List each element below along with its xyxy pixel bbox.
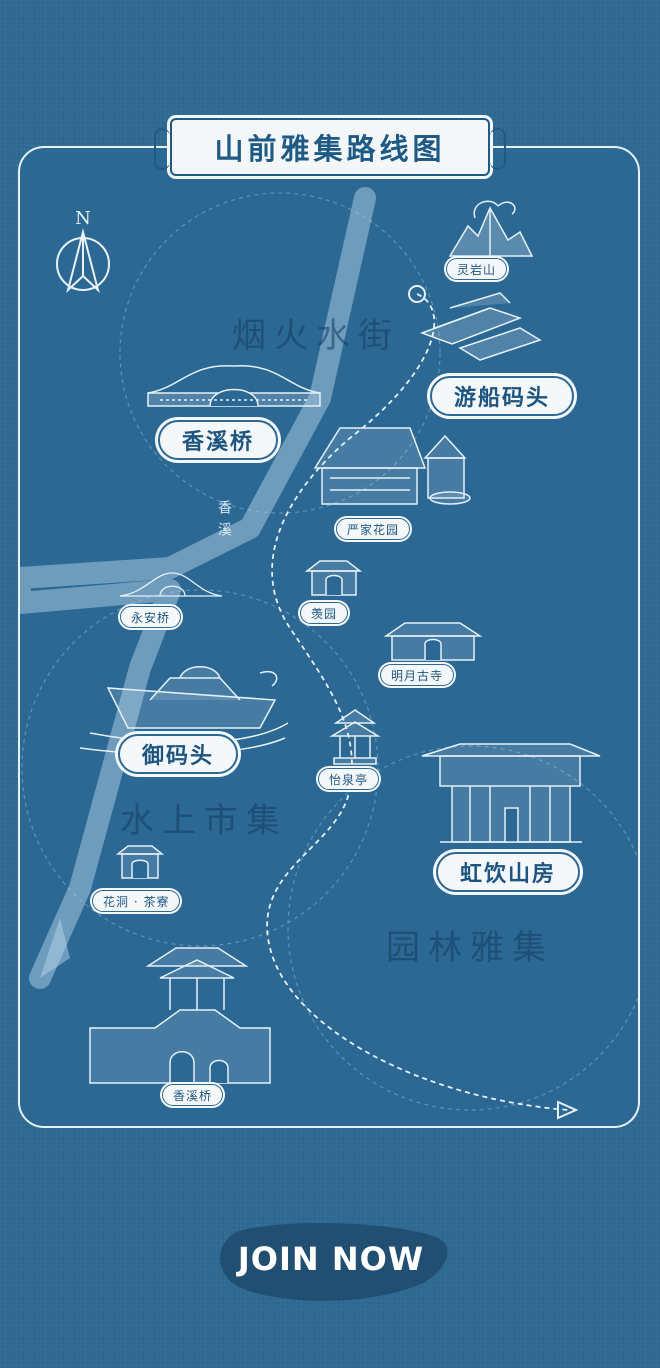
- join-now-label[interactable]: JOIN NOW: [237, 1240, 425, 1278]
- join-now-button[interactable]: JOIN NOW: [196, 1212, 466, 1312]
- label-xiangxi-bridge[interactable]: 香溪桥: [158, 420, 279, 460]
- title-plaque: 山前雅集路线图: [154, 118, 506, 176]
- zone-circle-1: [119, 192, 441, 514]
- label-pier[interactable]: 游船码头: [430, 376, 575, 416]
- label-hongyin[interactable]: 虹饮山房: [436, 852, 581, 892]
- north-label: N: [75, 208, 91, 229]
- zone-circle-2: [21, 589, 379, 947]
- mingyue-temple-icon: [383, 622, 483, 661]
- route-end-arrow: [557, 1100, 579, 1120]
- river: [20, 187, 376, 989]
- arch-bridge-icon: [147, 365, 321, 407]
- river-label: 香溪: [216, 500, 232, 544]
- xian-gate-icon: [304, 560, 363, 596]
- compass-arrow-icon: [56, 228, 110, 294]
- label-xian[interactable]: 羡园: [300, 602, 349, 624]
- label-royal-pier[interactable]: 御码头: [118, 734, 239, 774]
- label-mingyue[interactable]: 明月古寺: [380, 664, 455, 686]
- route-start: [408, 285, 426, 303]
- route-path: [266, 293, 569, 1111]
- route-map: 烟火水街 水上市集 园林雅集: [18, 146, 640, 1128]
- label-xiangxi-small[interactable]: 香溪桥: [162, 1084, 224, 1106]
- pier-icon: [419, 292, 542, 361]
- label-yongan[interactable]: 永安桥: [120, 606, 182, 628]
- zone-label-shuishang: 水上市集: [120, 801, 288, 841]
- zone-label-yuanlin: 园林雅集: [386, 928, 554, 968]
- label-yanjia[interactable]: 严家花园: [336, 518, 411, 540]
- compass: N: [52, 208, 114, 300]
- hongyin-hall-icon: [421, 743, 601, 843]
- zone-label-yanhuo: 烟火水街: [232, 316, 400, 356]
- label-huadong[interactable]: 花洞 · 茶寮: [92, 890, 181, 912]
- yanjia-garden-icon: [313, 427, 471, 505]
- label-lingyan[interactable]: 灵岩山: [446, 258, 508, 280]
- royal-boat-icon: [79, 666, 289, 755]
- yiquan-pavilion-icon: [329, 709, 381, 765]
- pavilion-bridge-icon: [89, 947, 271, 1084]
- huadong-gate-icon: [115, 845, 165, 879]
- ink-brush-icon: [219, 1222, 448, 1301]
- page-title: 山前雅集路线图: [214, 132, 446, 166]
- lingyan-mountain-icon: [448, 200, 534, 257]
- label-yiquan[interactable]: 怡泉亭: [318, 768, 380, 790]
- yongan-bridge-icon: [119, 572, 223, 597]
- zone-circle-3: [287, 745, 638, 1111]
- map-illustration: [20, 187, 638, 1120]
